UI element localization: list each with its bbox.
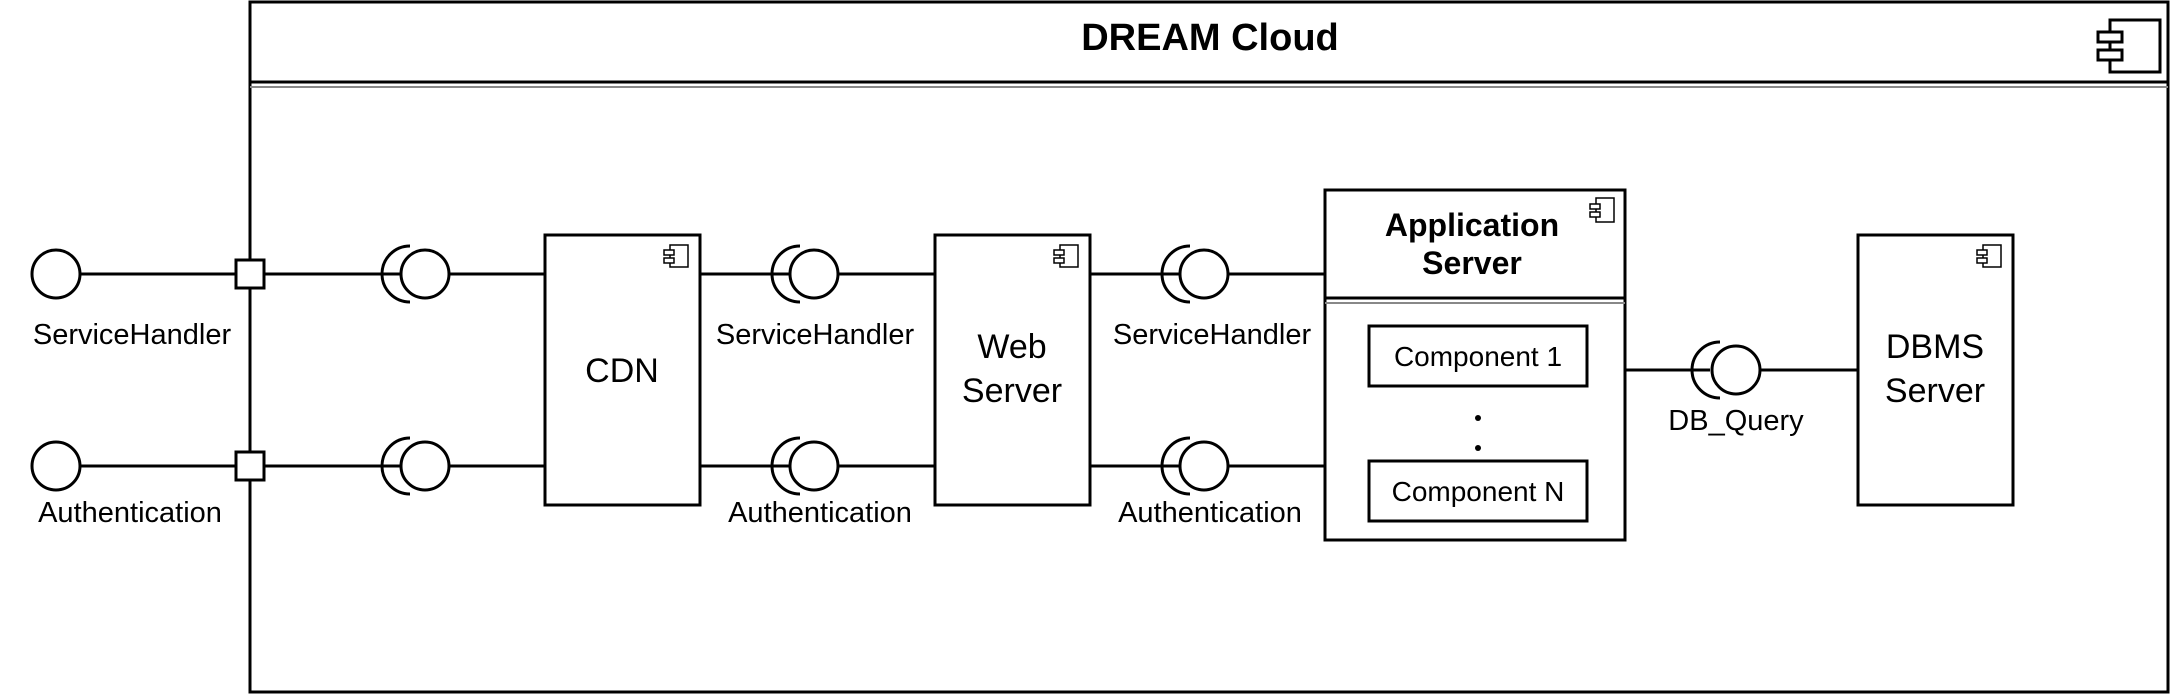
external-interface-authentication: Authentication [30,440,410,529]
sub-component-n: Component N [1367,459,1589,523]
ellipsis-dot [1475,415,1481,421]
interface-cdn-web-top: ServiceHandler [700,244,935,351]
app-server-title-line2: Server [1422,245,1522,281]
app-server-title-line1: Application [1385,207,1559,243]
external-interface-servicehandler: ServiceHandler [30,248,410,351]
application-server-component: Application Server Component 1 Component… [1323,188,1627,542]
dbms-server-component: DBMS Server [1856,233,2015,507]
dbms-server-label-line2: Server [1885,372,1985,410]
ellipsis-dot [1475,445,1481,451]
external-interface-label: ServiceHandler [33,319,232,351]
cdn-component: CDN [543,233,702,507]
port-authentication [234,450,266,482]
sub-component-1: Component 1 [1367,324,1589,388]
interface-web-app-bottom: Authentication [1090,436,1325,529]
web-server-label-line2: Server [962,372,1062,410]
container-title: DREAM Cloud [1081,17,1339,59]
port-servicehandler [234,258,266,290]
external-interface-label: Authentication [38,497,222,529]
interface-label: Authentication [1118,497,1302,529]
socket-to-cdn-bottom [380,436,545,496]
component-icon [2096,18,2162,74]
web-server-label-line1: Web [977,328,1046,366]
sub-component-label: Component 1 [1394,341,1562,372]
cdn-label: CDN [585,352,659,390]
component-icon [1976,244,2002,268]
sub-component-label: Component N [1392,476,1565,507]
interface-web-app-top: ServiceHandler [1090,244,1325,351]
interface-cdn-web-bottom: Authentication [700,436,935,529]
interface-label: Authentication [728,497,912,529]
component-icon [1589,197,1615,223]
interface-label: ServiceHandler [716,319,915,351]
socket-to-cdn-top [380,244,545,304]
dbms-server-label-line1: DBMS [1886,328,1984,366]
component-icon [663,244,689,268]
web-server-component: Web Server [933,233,1092,507]
interface-label: ServiceHandler [1113,319,1312,351]
component-icon [1053,244,1079,268]
interface-app-db: DB_Query [1625,340,1858,437]
interface-label: DB_Query [1668,405,1804,437]
